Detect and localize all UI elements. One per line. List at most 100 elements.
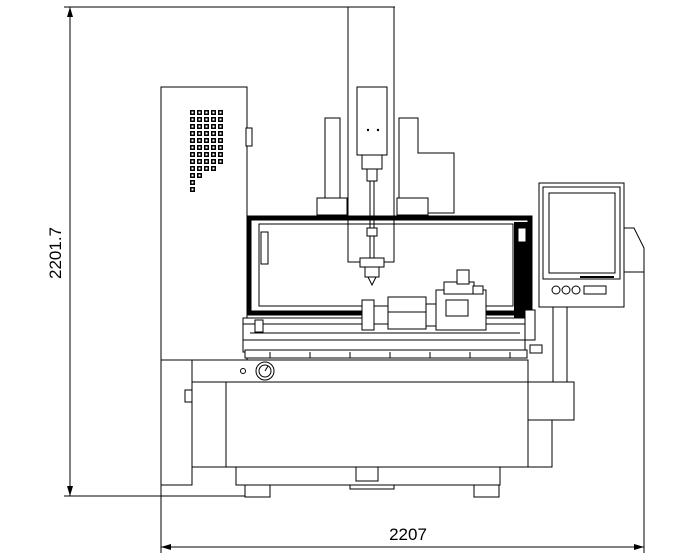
pendant-button-3	[571, 285, 581, 295]
base-left-skirt	[160, 359, 193, 486]
vent-slot-hole	[191, 153, 194, 156]
vent-slot-hole	[205, 139, 208, 142]
height-arrow-top	[67, 7, 73, 17]
vent-slot-hole	[191, 146, 194, 149]
tank-right-bracket	[524, 309, 536, 341]
control-pendant	[538, 182, 645, 383]
vent-slot-hole	[205, 160, 208, 163]
vent-slot-hole	[212, 125, 215, 128]
vent-slot-hole	[219, 125, 222, 128]
head-indicator-dot-right	[376, 128, 380, 132]
width-dimension: 2207	[160, 272, 645, 553]
base-indicator-lamp	[240, 368, 246, 374]
machine-base	[160, 359, 575, 498]
vent-slot-hole	[212, 146, 215, 149]
vent-slot-hole	[198, 167, 201, 170]
vent-slot-hole	[191, 160, 194, 163]
pendant-side-arm	[623, 227, 645, 273]
table-base-rail	[244, 349, 528, 359]
vent-slot-hole	[205, 118, 208, 121]
pendant-button-2	[561, 285, 571, 295]
vent-slot-hole	[191, 118, 194, 121]
fixture-collar	[373, 305, 389, 325]
vent-slot-hole	[191, 174, 194, 177]
vent-slot-hole	[198, 111, 201, 114]
vent-slot-hole	[219, 132, 222, 135]
head-indicator-dot-left	[366, 128, 370, 132]
column-right-foot	[396, 197, 429, 216]
vent-slot-hole	[219, 118, 222, 121]
vent-slot-hole	[191, 167, 194, 170]
base-right-box	[527, 381, 575, 421]
head-clamp	[361, 154, 383, 170]
vent-slot-hole	[205, 153, 208, 156]
vent-slot-hole	[198, 125, 201, 128]
base-foot-left	[244, 484, 271, 498]
column-head	[316, 6, 455, 287]
vent-slot-hole	[205, 132, 208, 135]
vent-slot-hole	[191, 111, 194, 114]
vent-slot-hole	[198, 139, 201, 142]
base-drain-plate	[349, 484, 395, 490]
vent-slot-hole	[198, 146, 201, 149]
vent-slot-hole	[191, 139, 194, 142]
vent-slot-hole	[191, 132, 194, 135]
table-x-handle	[529, 344, 543, 354]
vent-slot-hole	[212, 167, 215, 170]
height-dimension-label: 2201.7	[46, 227, 65, 279]
vent-slot-hole	[198, 153, 201, 156]
vent-slot-hole	[219, 153, 222, 156]
table-slots	[269, 352, 511, 358]
pendant-logo-bar	[580, 276, 614, 278]
pendant-key-strip	[583, 285, 607, 295]
vent-slot-hole	[191, 125, 194, 128]
height-dimension: 2201.7	[46, 6, 395, 497]
electrical-cabinet	[160, 86, 253, 361]
vent-slot-hole	[212, 132, 215, 135]
vent-slot-hole	[198, 118, 201, 121]
vent-slot-hole	[205, 167, 208, 170]
vent-slot-hole	[212, 160, 215, 163]
width-dimension-label: 2207	[389, 525, 427, 544]
fixture-knob	[456, 269, 470, 285]
vent-slot-hole	[205, 111, 208, 114]
tank-right-post-window	[517, 227, 527, 243]
head-nut	[366, 168, 378, 182]
width-arrow-right	[634, 544, 644, 550]
pendant-button-1	[551, 285, 561, 295]
base-right-panel	[527, 419, 553, 468]
electrode-coupler	[366, 227, 378, 237]
vent-slot-hole	[219, 139, 222, 142]
column-left-foot	[316, 197, 348, 216]
vent-slot-hole	[205, 125, 208, 128]
vent-slot-hole	[219, 160, 222, 163]
vent-slot-hole	[212, 111, 215, 114]
vent-slot-hole	[205, 146, 208, 149]
vent-slot-hole	[198, 160, 201, 163]
work-table	[242, 269, 543, 359]
tank-right-post	[514, 222, 530, 332]
base-left-panel	[191, 381, 227, 468]
table-clamp-left	[254, 319, 264, 333]
base-front-panel	[225, 381, 529, 468]
vent-slot-hole	[198, 174, 201, 177]
base-drain-block	[355, 466, 379, 482]
cabinet-handle	[245, 127, 253, 147]
vent-slot-hole	[212, 118, 215, 121]
fixture-motor-body	[387, 296, 427, 330]
pressure-gauge-needle	[264, 365, 269, 372]
electrode-chuck	[364, 266, 380, 278]
vent-slot-hole	[198, 132, 201, 135]
head-upper-block	[356, 86, 388, 156]
width-arrow-left	[161, 544, 171, 550]
pendant-screen	[548, 192, 616, 274]
cabinet-vent-grille	[190, 110, 223, 192]
vent-slot-hole	[191, 188, 194, 191]
pendant-stand	[552, 306, 568, 383]
height-arrow-bottom	[67, 486, 73, 496]
vent-slot-hole	[191, 181, 194, 184]
electrode-tip	[367, 276, 377, 287]
vent-slot-hole	[219, 111, 222, 114]
vent-slot-hole	[219, 146, 222, 149]
